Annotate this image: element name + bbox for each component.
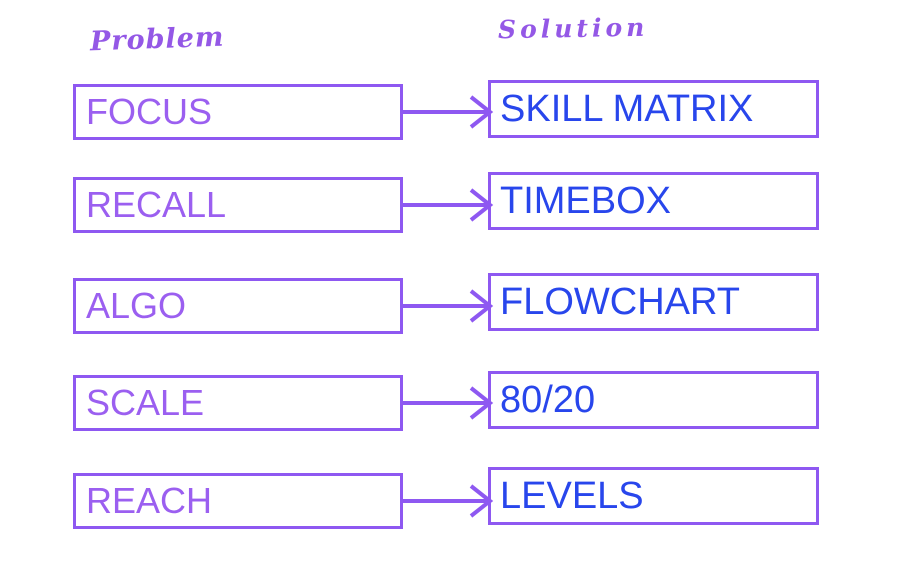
problem-box-algo: ALGO — [73, 278, 403, 334]
problem-column-header: Problem — [89, 21, 225, 58]
problem-label: RECALL — [86, 184, 227, 225]
solution-column-header: Solution — [497, 12, 649, 45]
problem-label: ALGO — [86, 285, 187, 326]
problem-box-scale: SCALE — [73, 375, 403, 431]
right-arrow-icon — [399, 481, 495, 521]
solution-box-timebox: TIMEBOX — [488, 172, 819, 230]
right-arrow-icon — [399, 286, 495, 326]
problem-label: REACH — [86, 480, 213, 521]
problem-label: SCALE — [86, 382, 205, 423]
solution-label: LEVELS — [500, 475, 644, 517]
solution-label: 80/20 — [500, 379, 596, 421]
problem-label: FOCUS — [86, 91, 212, 132]
solution-box-skill-matrix: SKILL MATRIX — [488, 80, 819, 138]
problem-box-recall: RECALL — [73, 177, 403, 233]
solution-label: TIMEBOX — [500, 180, 672, 222]
problem-box-reach: REACH — [73, 473, 403, 529]
right-arrow-icon — [399, 185, 495, 225]
solution-box-flowchart: FLOWCHART — [488, 273, 819, 331]
solution-box-80-20: 80/20 — [488, 371, 819, 429]
right-arrow-icon — [399, 383, 495, 423]
solution-box-levels: LEVELS — [488, 467, 819, 525]
solution-label: SKILL MATRIX — [500, 88, 754, 130]
problem-box-focus: FOCUS — [73, 84, 403, 140]
right-arrow-icon — [399, 92, 495, 132]
solution-label: FLOWCHART — [500, 281, 740, 323]
